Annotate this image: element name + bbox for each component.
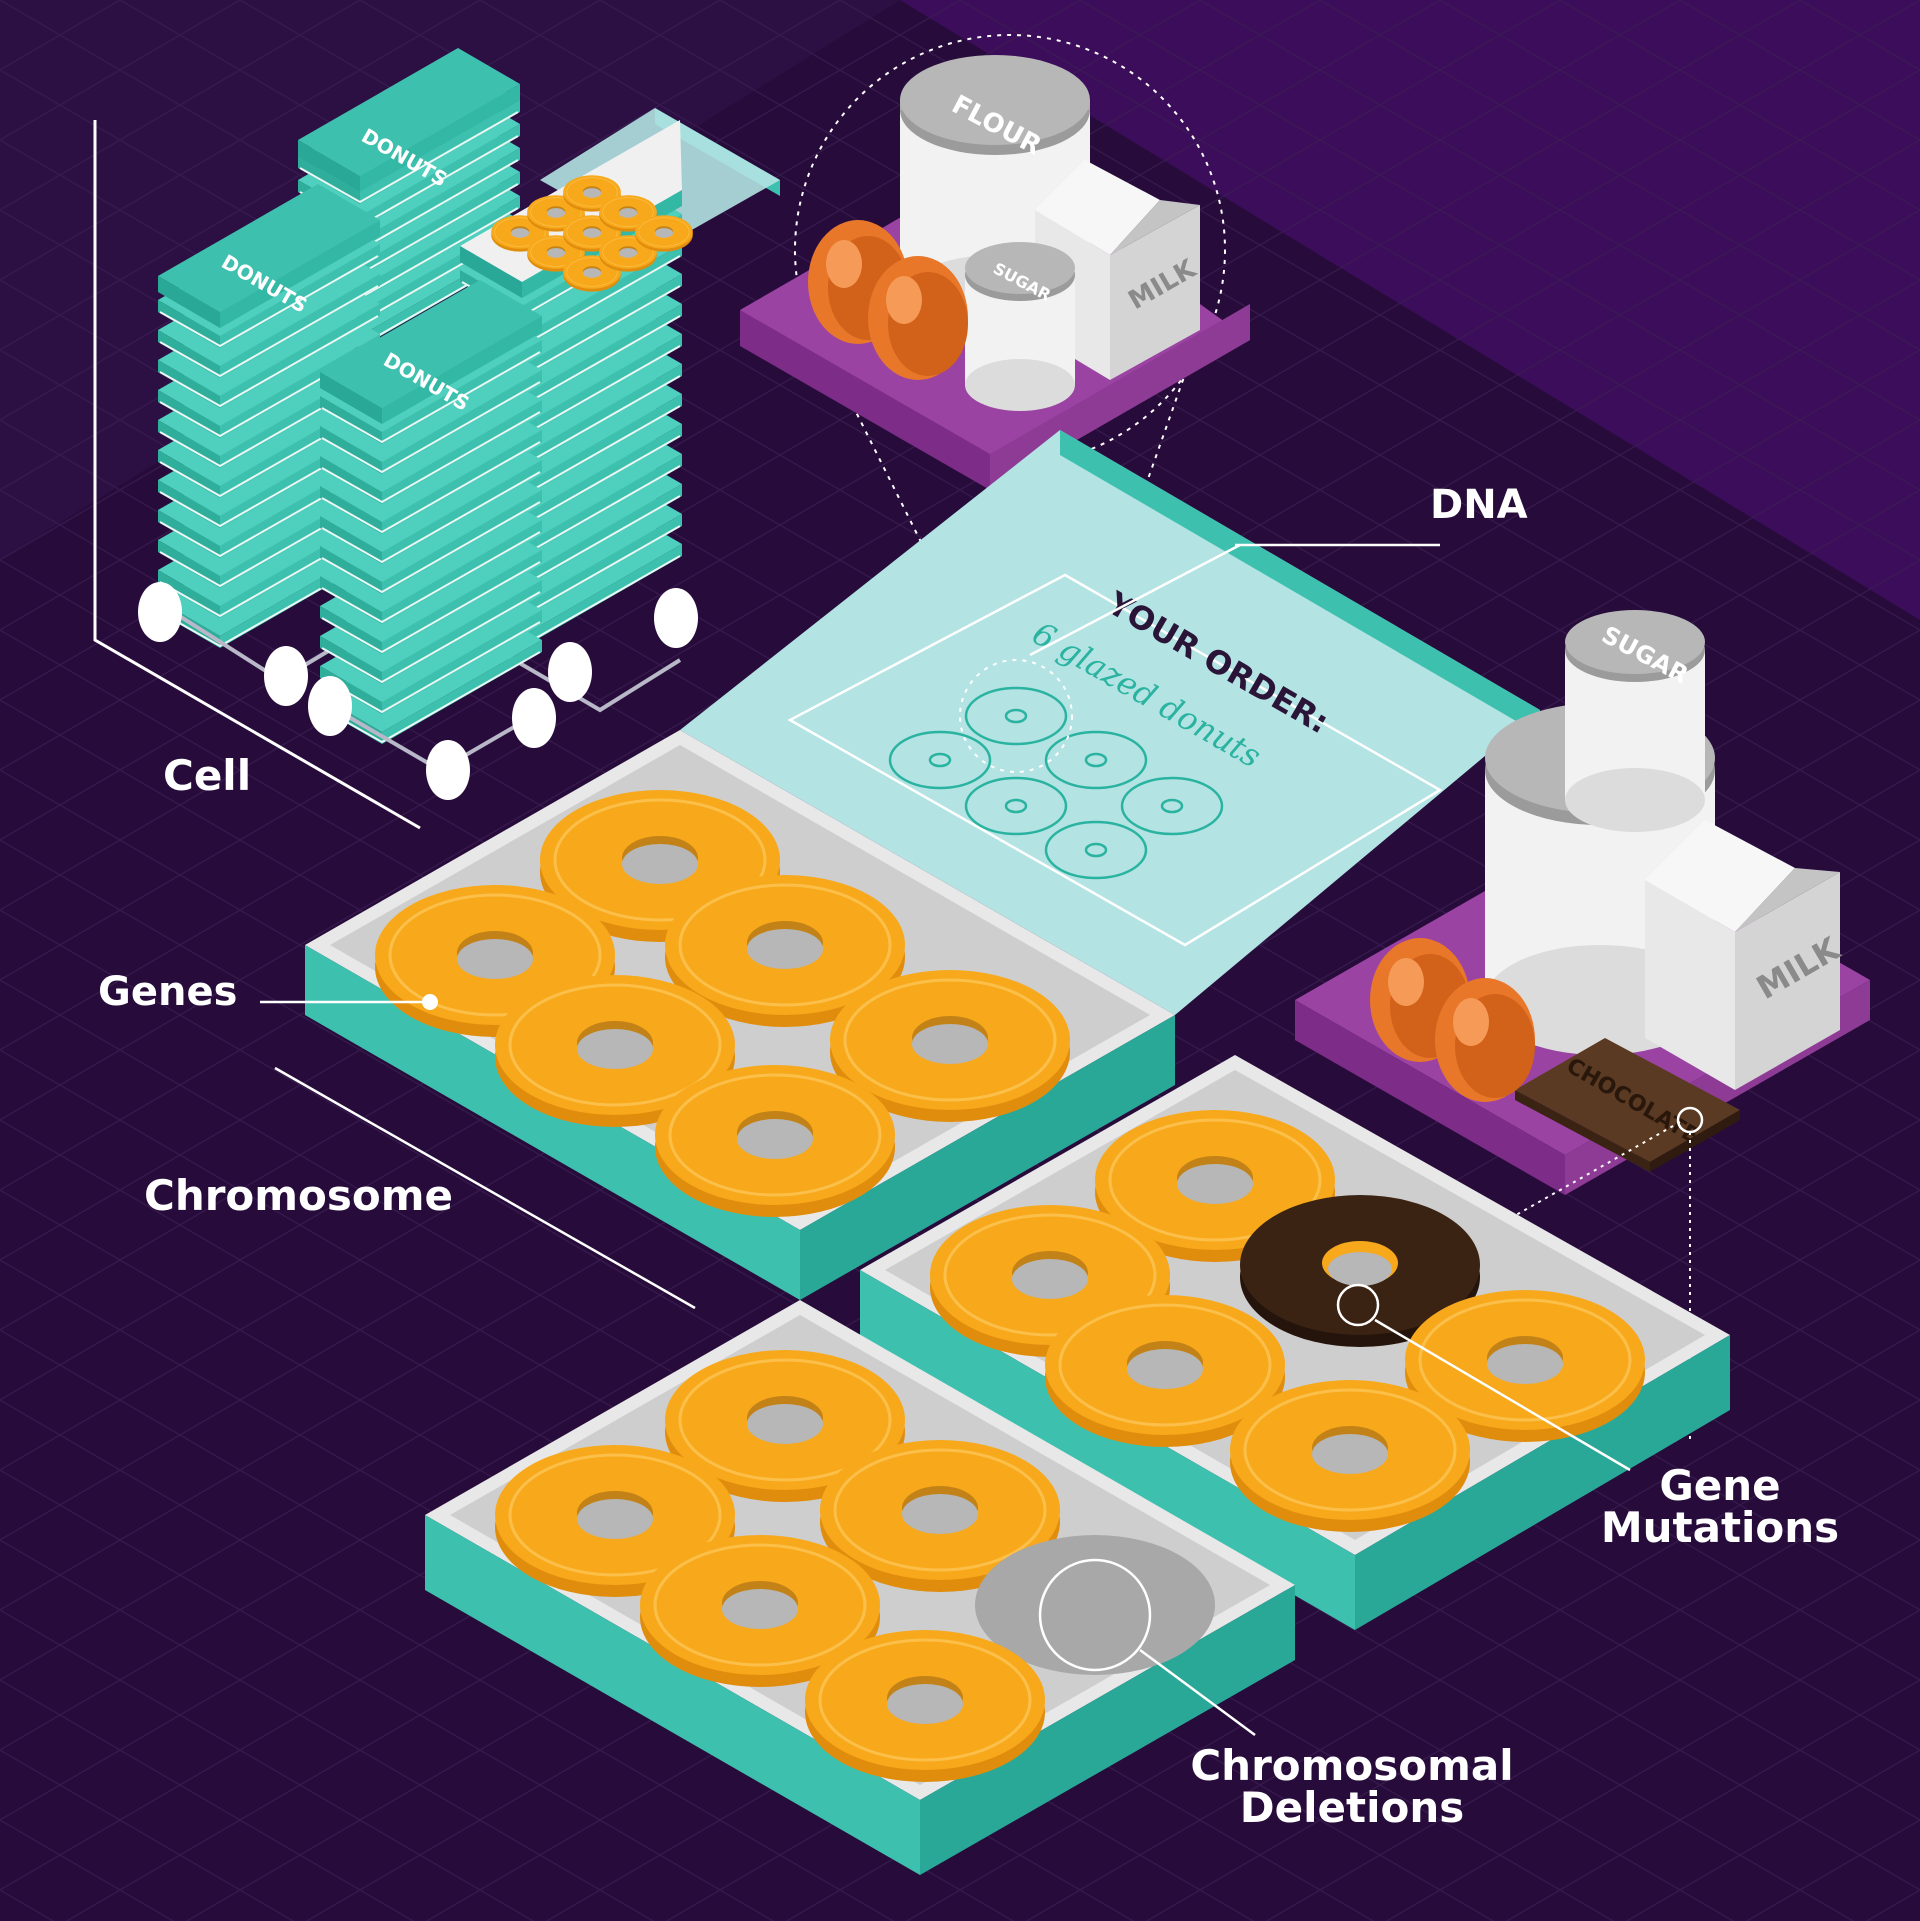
chromosomal-deletions-label-line2: Deletions — [1240, 1783, 1464, 1832]
donut-box-mutated — [860, 1055, 1730, 1630]
genes-label: Genes — [98, 969, 237, 1015]
wheel — [138, 582, 182, 642]
gene-mutations-label-line1: Gene — [1659, 1461, 1780, 1510]
donuts-deletion — [493, 1348, 1215, 1784]
chromosome-label: Chromosome — [144, 1171, 453, 1220]
genes-pointer-dot — [422, 994, 438, 1010]
wheel — [308, 676, 352, 736]
cell-label: Cell — [163, 751, 251, 800]
box-stack-back: DONUTS — [297, 48, 521, 349]
sugar-jar: SUGAR — [965, 242, 1075, 411]
dna-label: DNA — [1430, 482, 1528, 528]
donut-box-deletion — [425, 1300, 1295, 1875]
milk-carton-right: MILK — [1645, 820, 1847, 1090]
wheel — [512, 688, 556, 748]
cell-bracket-line — [93, 120, 421, 830]
deletion-pointer-line — [1139, 1648, 1256, 1737]
ingredient-tray-right: FL SUGAR MILK CHOCOLATE — [1295, 610, 1870, 1440]
order-lid-surface — [680, 430, 1540, 1015]
order-lid: YOUR ORDER: 6 glazed donuts — [680, 430, 1540, 1015]
egg — [868, 256, 968, 380]
box-stack-front: DONUTS — [308, 280, 556, 800]
mutation-highlight-circle — [1336, 1283, 1380, 1327]
box-stack-left: DONUTS — [138, 184, 381, 706]
donut-box-main — [260, 730, 1175, 1310]
order-donut-outlines — [888, 686, 1224, 880]
wheel — [426, 740, 470, 800]
ingredient-tray-top: FLOUR MILK SUGAR — [740, 34, 1250, 701]
dna-pointer-line — [1029, 543, 1440, 657]
order-border — [787, 573, 1443, 947]
wheel — [654, 588, 698, 648]
box-stack-open — [459, 108, 780, 713]
missing-donut-slot — [975, 1535, 1215, 1675]
wheel — [548, 642, 592, 702]
mutation-pointer-line — [1374, 1318, 1631, 1472]
chromosome-bracket-line — [274, 1066, 696, 1310]
chromosomal-deletions-label-line1: Chromosomal — [1190, 1741, 1513, 1790]
box-top-back: DONUTS — [298, 48, 520, 192]
wheel — [264, 646, 308, 706]
gene-mutations-label-line2: Mutations — [1601, 1503, 1839, 1552]
donut-box-rack: DONUTS — [93, 48, 780, 830]
zoom-circle — [794, 34, 1226, 466]
sugar-jar-right: SUGAR — [1565, 610, 1705, 832]
deletion-highlight-circle — [1038, 1558, 1152, 1672]
egg — [1435, 978, 1535, 1102]
